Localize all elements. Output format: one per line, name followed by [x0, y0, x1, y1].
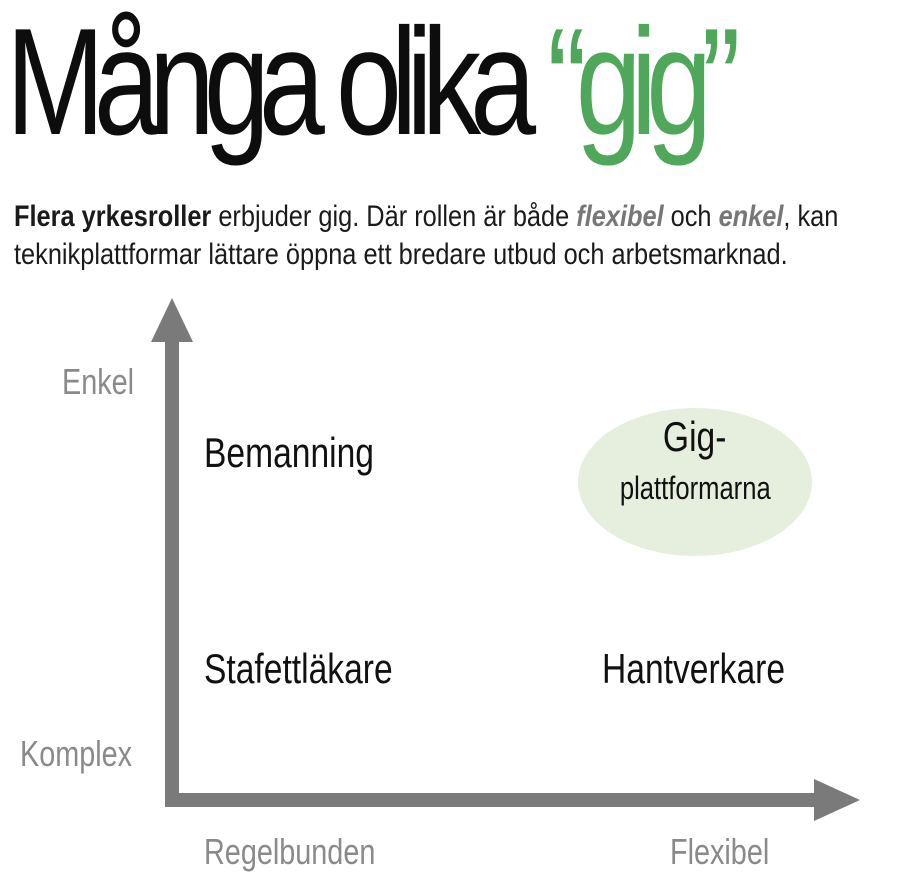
- lead-part2: och: [663, 200, 719, 233]
- quadrant-bottom-right: Hantverkare: [602, 645, 786, 692]
- quadrant-bottom-left: Stafettläkare: [204, 645, 393, 692]
- quadrant-top-left: Bemanning: [204, 429, 374, 476]
- page-title: Många olika “gig”: [6, 6, 741, 158]
- bubble-label-line1: Gig-: [663, 413, 727, 460]
- y-axis-arrowhead: [151, 298, 193, 342]
- y-axis-label-top: Enkel: [62, 361, 135, 402]
- lead-part1: erbjuder gig. Där rollen är både: [211, 200, 577, 233]
- title-main: Många olika: [6, 0, 548, 167]
- lead-paragraph: Flera yrkesroller erbjuder gig. Där roll…: [14, 198, 893, 274]
- lead-part3: , kan teknikplattformar lättare öppna et…: [14, 200, 839, 271]
- gig-platform-bubble: [578, 408, 812, 556]
- x-axis-arrowhead: [814, 779, 860, 821]
- title-accent: “gig”: [547, 0, 741, 167]
- lead-bold: Flera yrkesroller: [14, 200, 212, 233]
- x-axis-label-left: Regelbunden: [204, 831, 376, 872]
- lead-em-enkel: enkel: [718, 200, 784, 233]
- x-axis-label-right: Flexibel: [670, 831, 770, 872]
- bubble-label-line2: plattformarna: [619, 470, 771, 506]
- lead-em-flexibel: flexibel: [576, 200, 664, 233]
- y-axis-label-bottom: Komplex: [20, 733, 133, 774]
